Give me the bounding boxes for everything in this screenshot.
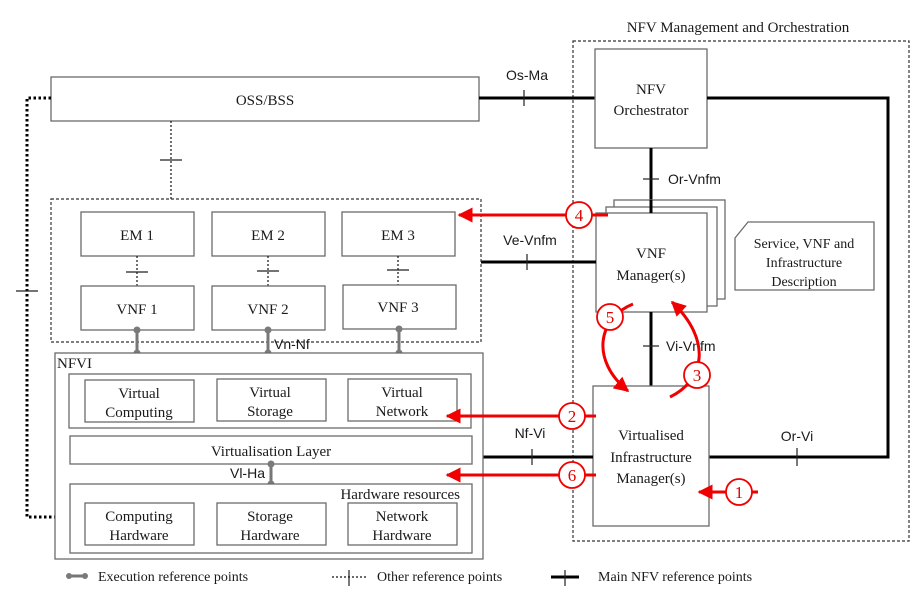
storage-hardware-block[interactable]: Storage Hardware bbox=[216, 502, 327, 546]
vim-block[interactable]: Virtualised Infrastructure Manager(s) bbox=[592, 385, 710, 527]
svg-text:6: 6 bbox=[568, 466, 577, 485]
vnf-1-block[interactable]: VNF 1 bbox=[80, 285, 195, 331]
ve-vnfm-label: Ve-Vnfm bbox=[503, 232, 557, 248]
descriptor-label-3: Description bbox=[771, 275, 836, 290]
oss-nfvi-link bbox=[25, 96, 70, 519]
mano-frame bbox=[572, 40, 910, 542]
step-1-badge: 1 bbox=[725, 478, 753, 506]
storage-hardware-label-1: Storage bbox=[247, 509, 293, 525]
descriptor-label-1: Service, VNF and bbox=[754, 237, 854, 252]
svg-text:2: 2 bbox=[568, 407, 577, 426]
vl-ha-label: Vl-Ha bbox=[230, 465, 265, 481]
storage-hardware-label-2: Hardware bbox=[240, 528, 299, 544]
step-5-badge: 5 bbox=[596, 303, 624, 331]
legend-main-label: Main NFV reference points bbox=[598, 570, 752, 585]
legend-main: Main NFV reference points bbox=[551, 570, 752, 586]
legend-execution: Execution reference points bbox=[66, 570, 248, 585]
vnf-1-label: VNF 1 bbox=[116, 302, 157, 318]
computing-hardware-label-2: Hardware bbox=[109, 528, 168, 544]
svg-text:5: 5 bbox=[606, 308, 615, 327]
vi-vnfm-label: Vi-Vnfm bbox=[666, 338, 716, 354]
step-3-badge: 3 bbox=[683, 361, 711, 389]
virtual-network-label-2: Network bbox=[376, 404, 429, 420]
nfvi-label: NFVI bbox=[57, 356, 92, 372]
virtual-network-label-1: Virtual bbox=[381, 385, 423, 401]
descriptor-block[interactable]: Service, VNF and Infrastructure Descript… bbox=[734, 221, 875, 291]
step-3-arrow bbox=[669, 300, 701, 399]
legend-other-label: Other reference points bbox=[377, 570, 502, 585]
oss-bss-block[interactable]: OSS/BSS bbox=[50, 76, 480, 122]
em-3-block[interactable]: EM 3 bbox=[341, 211, 456, 257]
vnf-2-label: VNF 2 bbox=[247, 302, 288, 318]
computing-hardware-label-1: Computing bbox=[105, 509, 173, 525]
vnf-manager-label-2: Manager(s) bbox=[616, 268, 685, 284]
network-hardware-label-2: Hardware bbox=[372, 528, 431, 544]
vim-label-3: Manager(s) bbox=[616, 471, 685, 487]
vnf-manager-label-1: VNF bbox=[636, 246, 666, 262]
hardware-resources-label: Hardware resources bbox=[340, 487, 460, 503]
vnf-3-label: VNF 3 bbox=[377, 300, 418, 316]
nf-vi-label: Nf-Vi bbox=[515, 425, 546, 441]
virtual-computing-label-1: Virtual bbox=[118, 386, 160, 402]
vnf-3-block[interactable]: VNF 3 bbox=[342, 284, 457, 330]
computing-hardware-block[interactable]: Computing Hardware bbox=[84, 502, 195, 546]
orchestrator-label-2: Orchestrator bbox=[614, 103, 689, 119]
descriptor-label-2: Infrastructure bbox=[766, 256, 842, 271]
em-1-block[interactable]: EM 1 bbox=[80, 211, 195, 257]
vnf-em-frame bbox=[50, 198, 482, 343]
virtual-storage-label-1: Virtual bbox=[249, 385, 291, 401]
nfv-orchestrator-block[interactable]: NFV Orchestrator bbox=[594, 48, 708, 149]
orchestrator-label-1: NFV bbox=[636, 82, 666, 98]
legend: Execution reference points Other referen… bbox=[66, 570, 752, 586]
or-vi-label: Or-Vi bbox=[781, 428, 813, 444]
network-hardware-label-1: Network bbox=[376, 509, 429, 525]
legend-other: Other reference points bbox=[332, 570, 502, 586]
em-3-label: EM 3 bbox=[381, 228, 415, 244]
virtualisation-layer-label: Virtualisation Layer bbox=[211, 444, 331, 460]
step-2-badge: 2 bbox=[558, 402, 586, 430]
mano-title: NFV Management and Orchestration bbox=[627, 20, 850, 36]
or-vi-link bbox=[707, 96, 890, 459]
oss-bss-label: OSS/BSS bbox=[236, 93, 294, 109]
em-2-block[interactable]: EM 2 bbox=[211, 211, 326, 257]
svg-text:3: 3 bbox=[693, 366, 702, 385]
or-vnfm-label: Or-Vnfm bbox=[668, 171, 721, 187]
vl-ha-dot-top bbox=[267, 460, 275, 468]
vim-label-1: Virtualised bbox=[618, 428, 684, 444]
vim-label-2: Infrastructure bbox=[610, 450, 692, 466]
virtual-network-block[interactable]: Virtual Network bbox=[347, 378, 458, 422]
legend-execution-label: Execution reference points bbox=[98, 570, 248, 585]
vn-nf-label: Vn-Nf bbox=[274, 336, 310, 352]
vn-nf-execution-links bbox=[133, 325, 403, 357]
step-5-arrow bbox=[601, 302, 634, 393]
em-1-label: EM 1 bbox=[120, 228, 154, 244]
virtual-storage-block[interactable]: Virtual Storage bbox=[216, 378, 327, 422]
step-4-badge: 4 bbox=[565, 201, 593, 229]
network-hardware-block[interactable]: Network Hardware bbox=[347, 502, 458, 546]
em-2-label: EM 2 bbox=[251, 228, 285, 244]
os-ma-label: Os-Ma bbox=[506, 67, 548, 83]
virtual-computing-block[interactable]: Virtual Computing bbox=[84, 379, 195, 423]
virtual-computing-label-2: Computing bbox=[105, 405, 173, 421]
vnf-2-block[interactable]: VNF 2 bbox=[211, 285, 326, 331]
virtual-storage-label-2: Storage bbox=[247, 404, 293, 420]
step-6-badge: 6 bbox=[558, 461, 586, 489]
svg-text:1: 1 bbox=[735, 483, 744, 502]
vnf-manager-block[interactable]: VNF Manager(s) bbox=[595, 199, 726, 313]
svg-text:4: 4 bbox=[575, 206, 584, 225]
virtualisation-layer-block[interactable]: Virtualisation Layer bbox=[69, 435, 473, 465]
